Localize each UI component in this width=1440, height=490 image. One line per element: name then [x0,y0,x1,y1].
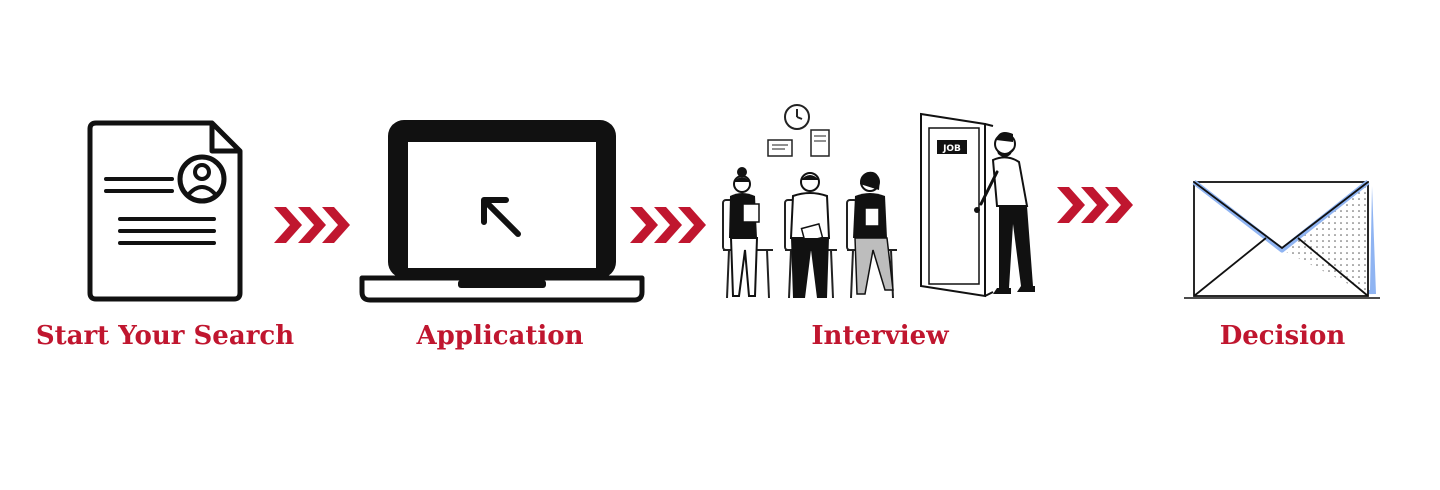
candidate-2-icon [789,172,831,298]
interviewer-icon [979,132,1035,294]
candidate-1-icon [729,167,760,297]
chevron-arrows-3 [1055,185,1135,225]
step-label-interview: Interview [811,321,949,351]
step-application [358,118,646,304]
office-door-icon: JOB [920,112,994,298]
step-decision [1182,178,1382,303]
candidate-3-icon [853,171,894,295]
chevron-arrows-1 [272,205,352,245]
envelope-icon [1184,180,1380,299]
step-label-application: Application [416,321,584,351]
triple-chevron-icon [630,207,706,243]
step-interview: JOB [715,100,1050,305]
step-label-search: Start Your Search [35,321,295,351]
certificate-icon [767,129,830,157]
step-search [80,115,250,305]
interview-waiting-room-icon: JOB [722,104,1035,299]
laptop-cursor-icon [359,120,645,303]
triple-chevron-icon [274,207,350,243]
triple-chevron-icon [1057,187,1133,223]
resume-document-icon [87,120,243,302]
chevron-arrows-2 [628,205,708,245]
door-sign-text: JOB [942,144,961,154]
wall-clock-icon [784,104,810,130]
step-label-decision: Decision [1219,321,1346,351]
